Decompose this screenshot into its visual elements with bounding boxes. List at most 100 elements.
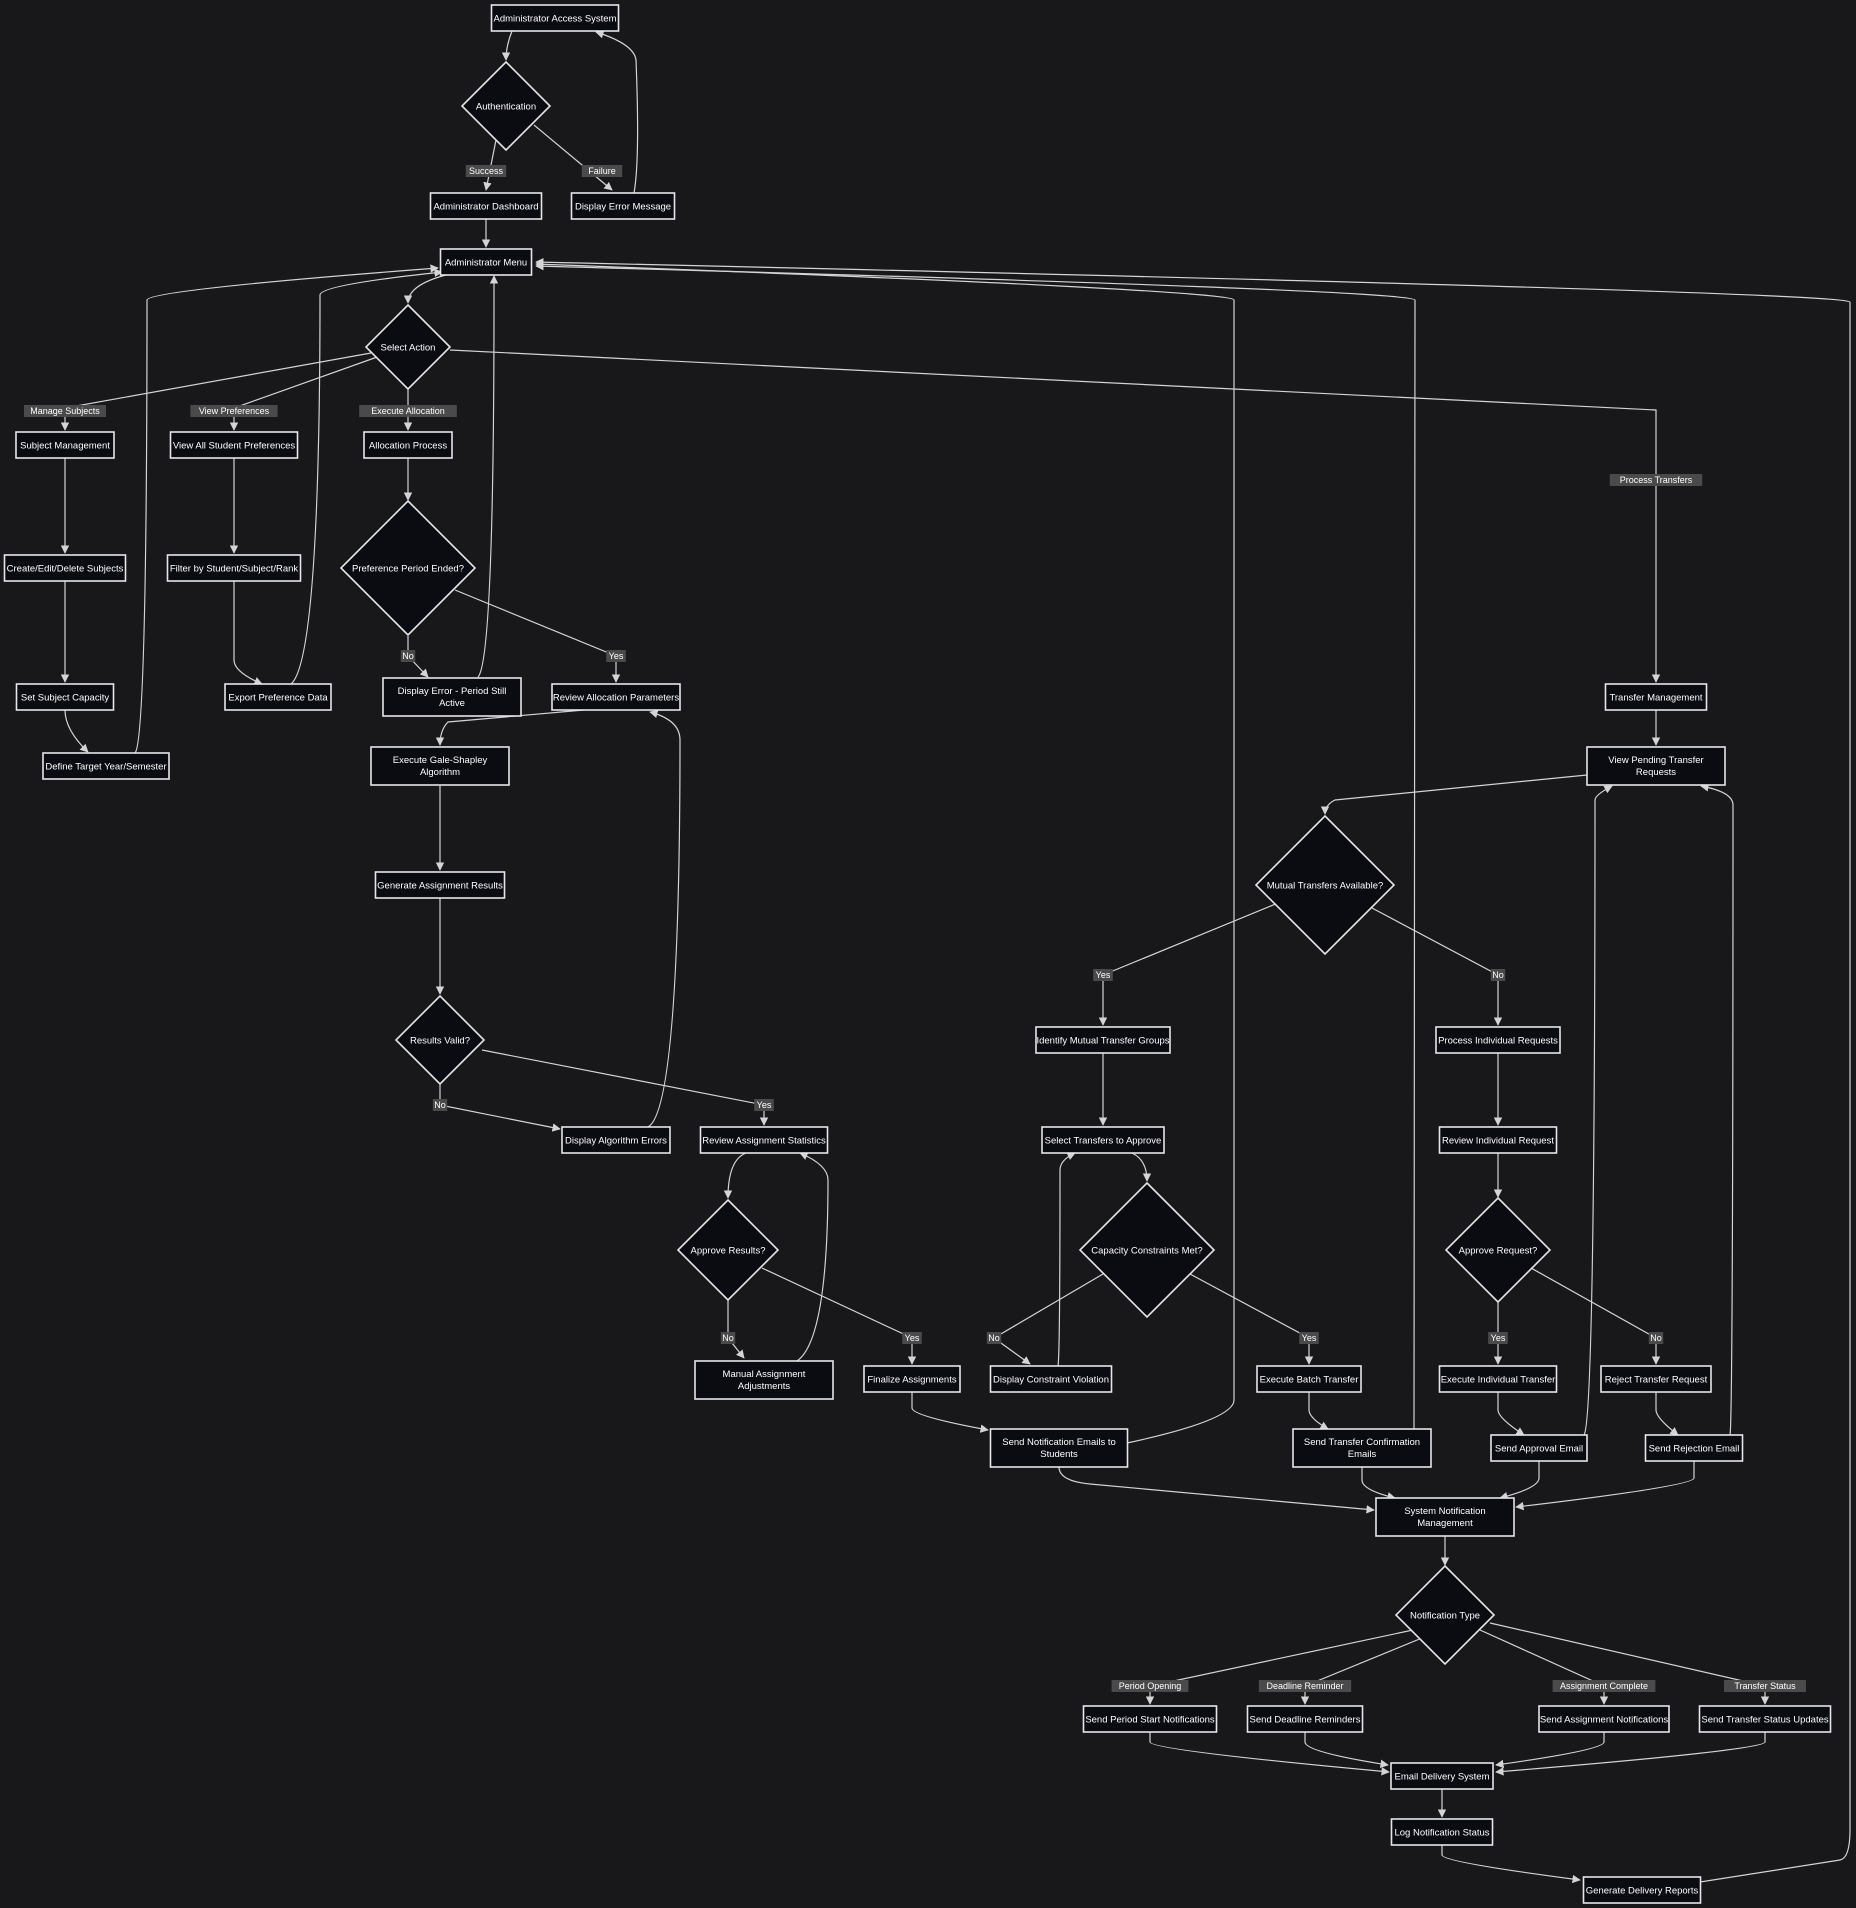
process-box <box>3 554 127 582</box>
process-box <box>490 4 620 32</box>
process-box <box>1246 1705 1364 1733</box>
node-label: Administrator Access System <box>493 14 616 25</box>
flow-arrow <box>403 274 447 304</box>
process-box <box>1438 1365 1558 1393</box>
edge-label-background <box>359 405 457 417</box>
edge-label: Assignment Complete <box>1552 1680 1656 1692</box>
edge-label: No <box>1490 969 1506 981</box>
decision-diamond <box>1254 814 1396 956</box>
flow-arrow <box>1530 1267 1661 1365</box>
node-label: Allocation Process <box>369 441 447 452</box>
edge-label-text: Process Transfers <box>1620 475 1693 485</box>
process-box <box>15 431 115 459</box>
decision-approve-results: Approve Results? <box>676 1198 780 1302</box>
edge-label-background <box>1552 1680 1656 1692</box>
node-label: Administrator Menu <box>445 258 527 269</box>
process-deadline: Send Deadline Reminders <box>1246 1705 1364 1733</box>
process-box <box>382 677 522 717</box>
flow-arrow <box>229 355 381 431</box>
process-assign-notif: Send Assignment Notifications <box>1538 1705 1670 1733</box>
flow-arrow <box>1057 1152 1076 1367</box>
edge-label: Success <box>465 165 507 177</box>
decision-auth: Authentication <box>460 60 552 152</box>
process-define-target: Define Target Year/Semester <box>42 752 170 780</box>
flow-arrow <box>1149 1732 1390 1776</box>
flow-arrow <box>1583 785 1613 1436</box>
process-error-msg: Display Error Message <box>570 192 676 220</box>
flow-arrow <box>911 1392 989 1433</box>
edge-label-background <box>190 405 278 417</box>
flow-arrow <box>501 30 513 61</box>
process-algo-errors: Display Algorithm Errors <box>561 1126 671 1154</box>
node-label: Execute Individual Transfer <box>1441 1375 1556 1386</box>
process-box <box>989 1428 1129 1468</box>
node-label-line: Manual Assignment <box>723 1369 806 1380</box>
node-label: Authentication <box>476 102 536 113</box>
process-send-approval: Send Approval Email <box>1490 1434 1588 1462</box>
edge-label-background <box>1299 1332 1319 1344</box>
node-label: Reject Transfer Request <box>1605 1375 1708 1386</box>
node-label: Preference Period Ended? <box>352 564 464 575</box>
node-label: Transfer Management <box>1609 693 1702 704</box>
process-box <box>363 431 453 459</box>
flow-arrow <box>233 581 263 685</box>
node-label: Notification Type <box>1410 1611 1480 1622</box>
edge-label-text: No <box>434 1100 446 1110</box>
process-review-individual: Review Individual Request <box>1438 1126 1558 1154</box>
node-label: Send Deadline Reminders <box>1250 1715 1361 1726</box>
process-constraint-violation: Display Constraint Violation <box>989 1365 1113 1393</box>
process-select-transfers: Select Transfers to Approve <box>1041 1126 1165 1154</box>
node-label: Create/Edit/Delete Subjects <box>7 564 124 575</box>
edge-label-text: Yes <box>1302 1333 1317 1343</box>
edge-label-background <box>465 165 507 177</box>
flow-arrow <box>454 589 621 683</box>
decision-diamond <box>1444 1196 1552 1304</box>
flow-arrow <box>535 262 1416 1430</box>
edge-label-background <box>432 1099 448 1111</box>
flow-arrow <box>992 1273 1104 1365</box>
process-box <box>1490 1434 1588 1462</box>
flow-arrow <box>1131 1152 1152 1182</box>
node-label-line: Management <box>1417 1518 1473 1529</box>
node-label: Review Assignment Statistics <box>702 1136 826 1147</box>
edge-label-text: Success <box>469 166 504 176</box>
node-label-line: Active <box>439 698 465 709</box>
flow-arrow <box>481 1049 769 1126</box>
edge-label: Failure <box>581 165 623 177</box>
process-transfer-mgmt: Transfer Management <box>1604 683 1708 711</box>
edge-label-text: Transfer Status <box>1734 1681 1796 1691</box>
process-subj-mgmt: Subject Management <box>15 431 115 459</box>
flow-arrow <box>535 257 1851 1883</box>
edge-label: Yes <box>606 650 626 662</box>
node-label: Select Transfers to Approve <box>1045 1136 1162 1147</box>
process-box <box>1082 1705 1218 1733</box>
edge-label-text: Yes <box>1491 1333 1506 1343</box>
process-box <box>1035 1026 1171 1054</box>
process-set-cap: Set Subject Capacity <box>15 683 115 711</box>
node-label: Generate Assignment Results <box>377 881 503 892</box>
node-label-line: Students <box>1040 1449 1078 1460</box>
edge-label: Period Opening <box>1111 1680 1189 1692</box>
edge-label-background <box>754 1099 774 1111</box>
process-box <box>1435 1026 1561 1054</box>
edge-label: No <box>720 1332 736 1344</box>
node-label: Generate Delivery Reports <box>1586 1886 1699 1897</box>
flow-arrow <box>1700 783 1734 1436</box>
process-box <box>863 1365 961 1393</box>
process-exec-individual: Execute Individual Transfer <box>1438 1365 1558 1393</box>
edge-label: Yes <box>902 1332 922 1344</box>
process-box <box>1644 1434 1744 1462</box>
edge-label-text: Yes <box>905 1333 920 1343</box>
flow-arrow <box>1495 1732 1766 1776</box>
node-label: Export Preference Data <box>228 693 328 704</box>
node-label: Display Constraint Violation <box>993 1375 1109 1386</box>
flow-arrow <box>1515 1461 1695 1511</box>
flow-arrow <box>1304 1732 1389 1768</box>
process-box <box>15 683 115 711</box>
flow-arrow <box>134 264 439 754</box>
node-label: Display Algorithm Errors <box>565 1136 667 1147</box>
